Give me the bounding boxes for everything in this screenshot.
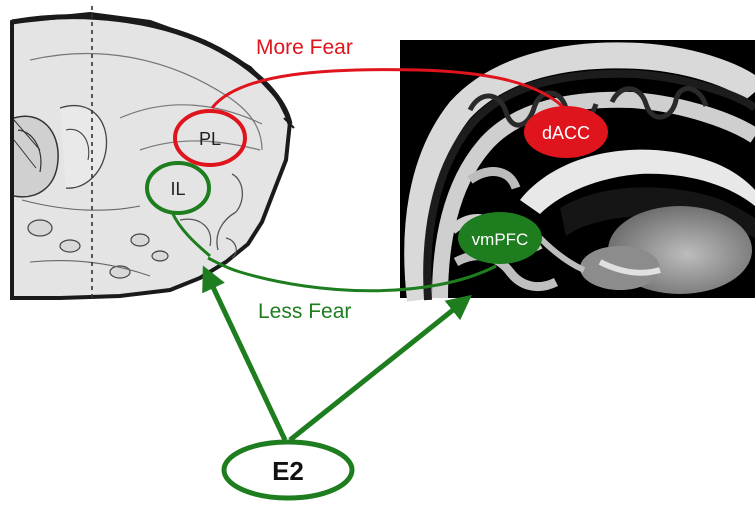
less-fear-label: Less Fear (258, 300, 351, 323)
dacc-label: dACC (542, 123, 590, 143)
more-fear-label: More Fear (256, 36, 353, 59)
vmpfc-label: vmPFC (472, 230, 529, 249)
il-label: IL (170, 179, 185, 199)
e2-label: E2 (272, 456, 304, 486)
pl-label: PL (199, 129, 221, 149)
human-brain-mri-icon (400, 40, 755, 300)
e2-to-il-arrow (205, 270, 285, 440)
rodent-brain-sagittal-icon (12, 6, 294, 300)
